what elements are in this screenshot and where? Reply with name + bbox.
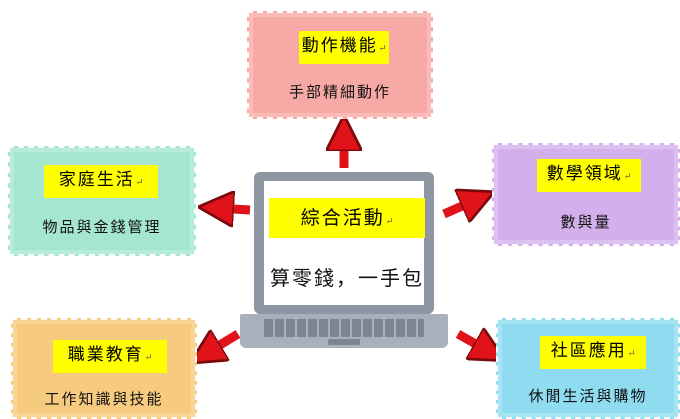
node-left-subtitle: 物品與金錢管理 [42, 218, 162, 236]
node-bottom-left-card: 職業教育↵ 工作知識與技能 [11, 318, 197, 419]
node-top-subtitle: 手部精細動作 [288, 83, 391, 101]
arrow-to-right [442, 199, 478, 214]
arrow-to-left [216, 208, 251, 210]
center-subtitle: 算零錢，一手包 [270, 266, 424, 290]
node-top-title: 動作機能↵ [299, 31, 389, 64]
laptop-screen-bezel [254, 172, 434, 314]
laptop-illustration: 綜合活動↵ 算零錢，一手包 [230, 168, 460, 358]
arrow-to-bottom-left [205, 334, 241, 354]
keyboard-keys [264, 319, 424, 337]
node-right-subtitle: 數與量 [560, 213, 612, 231]
touchpad [328, 339, 360, 345]
node-bottom-right-subtitle: 休閒生活與購物 [528, 387, 648, 405]
node-right-card: 數學領域↵ 數與量 [492, 143, 680, 246]
node-top-card: 動作機能↵ 手部精細動作 [247, 11, 433, 119]
center-title: 綜合活動↵ [269, 198, 425, 238]
node-bottom-right-card: 社區應用↵ 休閒生活與購物 [496, 318, 680, 419]
node-left-title: 家庭生活↵ [44, 165, 158, 198]
node-bottom-right-title: 社區應用↵ [540, 336, 646, 369]
node-bottom-left-title: 職業教育↵ [53, 340, 167, 373]
laptop-keyboard-base [240, 314, 448, 348]
arrow-to-bottom-right [455, 334, 490, 352]
node-bottom-left-subtitle: 工作知識與技能 [44, 390, 164, 408]
node-left-card: 家庭生活↵ 物品與金錢管理 [8, 146, 196, 256]
node-right-title: 數學領域↵ [537, 159, 641, 192]
